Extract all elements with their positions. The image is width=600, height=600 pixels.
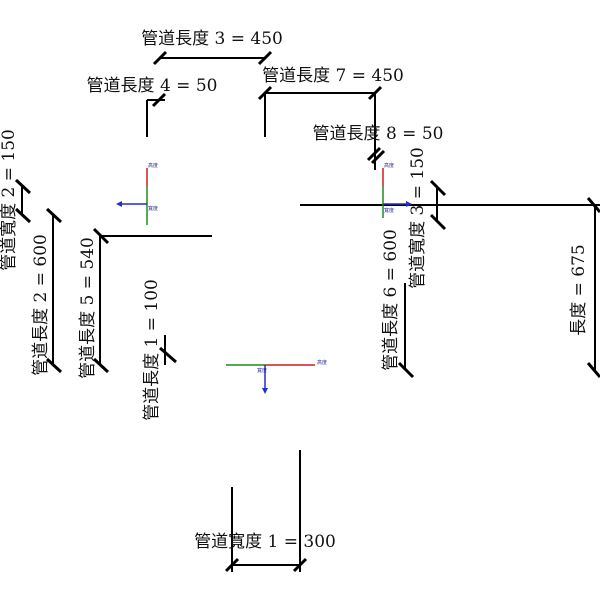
dim-label-pipe-length-5: 管道長度 5 = 540 xyxy=(78,237,98,379)
axis-label-width: 寬度 xyxy=(257,367,267,374)
axis-label-height: 高度 xyxy=(384,162,394,169)
dim-label-pipe-width-2: 管道寬度 2 = 150 xyxy=(0,129,19,271)
axis-gizmo: 高度 寬度 xyxy=(226,359,327,394)
axis-gizmo: 高度 寬度 xyxy=(382,162,412,218)
axis-label-width: 寬度 xyxy=(148,205,158,212)
dim-label-pipe-length-2: 管道長度 2 = 600 xyxy=(31,234,51,376)
axis-gizmo: 高度 寬度 xyxy=(116,162,158,225)
dim-label-pipe-length-1: 管道長度 1 = 100 xyxy=(142,279,162,421)
dim-label-pipe-length-4: 管道長度 4 = 50 xyxy=(87,76,218,96)
dim-label-pipe-length-8: 管道長度 8 = 50 xyxy=(313,124,444,144)
dim-label-length: 長度 = 675 xyxy=(569,244,589,336)
axis-label-height: 高度 xyxy=(148,162,158,169)
axis-label-height: 高度 xyxy=(317,359,327,366)
dim-label-pipe-length-6: 管道長度 6 = 600 xyxy=(381,229,401,371)
pipe-lines xyxy=(100,93,600,572)
dim-label-pipe-width-3: 管道寬度 3 = 150 xyxy=(408,147,428,289)
axis-label-width: 寬度 xyxy=(384,207,394,214)
dimension-lines xyxy=(14,50,600,573)
dim-label-pipe-length-3: 管道長度 3 = 450 xyxy=(141,29,283,49)
dim-label-pipe-length-7: 管道長度 7 = 450 xyxy=(262,66,404,86)
dim-label-pipe-width-1: 管道寬度 1 = 300 xyxy=(194,532,336,552)
